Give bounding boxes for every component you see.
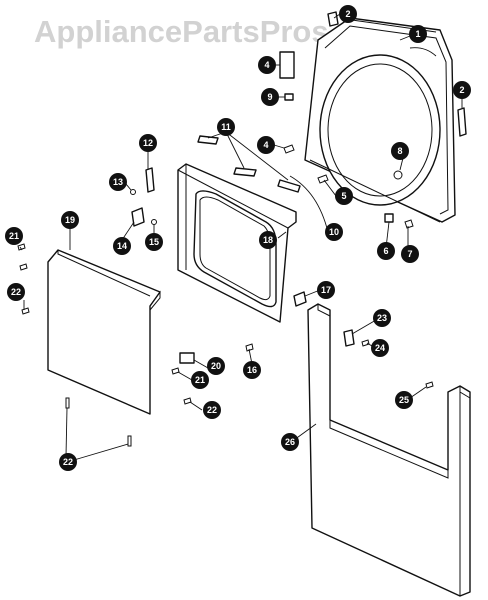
svg-text:16: 16: [247, 365, 257, 375]
callout-12: 12: [139, 134, 157, 152]
svg-text:9: 9: [267, 92, 272, 102]
svg-text:4: 4: [263, 140, 268, 150]
part-2-bracket-top: [327, 11, 339, 27]
callout-17: 17: [317, 281, 335, 299]
svg-text:22: 22: [207, 405, 217, 415]
svg-text:24: 24: [375, 343, 385, 353]
callout-21-mid: 21: [191, 371, 209, 389]
part-17-clip: [293, 291, 307, 307]
svg-text:22: 22: [63, 457, 73, 467]
svg-text:7: 7: [407, 249, 412, 259]
part-23-hinge: [343, 329, 355, 347]
callout-22-bottom: 22: [59, 453, 77, 471]
part-15-screw: [151, 219, 157, 225]
svg-text:21: 21: [195, 375, 205, 385]
svg-text:4: 4: [264, 60, 269, 70]
svg-text:17: 17: [321, 285, 331, 295]
svg-text:11: 11: [221, 122, 231, 132]
part-6-block: [384, 213, 394, 223]
svg-text:6: 6: [383, 246, 388, 256]
callout-16: 16: [243, 361, 261, 379]
svg-text:25: 25: [399, 395, 409, 405]
callout-2-right: 2: [453, 81, 471, 99]
svg-text:10: 10: [329, 227, 339, 237]
svg-text:15: 15: [149, 237, 159, 247]
callout-7: 7: [401, 245, 419, 263]
svg-text:18: 18: [263, 235, 273, 245]
cabinet-front-top: [304, 17, 456, 223]
part-13-screw: [130, 189, 136, 195]
callout-5: 5: [335, 187, 353, 205]
part-24-screw: [361, 339, 370, 347]
callout-25: 25: [395, 391, 413, 409]
part-5-screw: [317, 174, 329, 184]
part-21-screw-a: [17, 243, 26, 251]
callout-19: 19: [61, 211, 79, 229]
part-25-screw: [425, 381, 434, 389]
callout-26: 26: [281, 433, 299, 451]
part-22-screw-left: [21, 307, 30, 315]
callout-11: 11: [217, 118, 235, 136]
callout-22-mid: 22: [203, 401, 221, 419]
svg-text:5: 5: [341, 191, 346, 201]
callout-2-top: 2: [339, 5, 357, 23]
leader-lines: [19, 13, 463, 461]
svg-text:12: 12: [143, 138, 153, 148]
svg-text:14: 14: [117, 241, 127, 251]
callout-21-left: 21: [5, 227, 23, 245]
part-2-bracket-right: [457, 107, 467, 137]
part-7-clip: [404, 219, 414, 229]
svg-text:8: 8: [397, 146, 402, 156]
svg-text:2: 2: [345, 9, 350, 19]
svg-text:1: 1: [415, 29, 420, 39]
callout-24: 24: [371, 339, 389, 357]
callout-22-left: 22: [7, 283, 25, 301]
svg-text:13: 13: [113, 177, 123, 187]
callout-6: 6: [377, 242, 395, 260]
part-4-clip-card: [279, 51, 295, 79]
part-16-clip: [245, 343, 254, 352]
callout-14: 14: [113, 237, 131, 255]
svg-text:19: 19: [65, 215, 75, 225]
part-12-hinge: [145, 167, 155, 193]
part-11-felt-strips: [197, 135, 301, 193]
callout-13: 13: [109, 173, 127, 191]
callout-4-lower: 4: [257, 136, 275, 154]
part-22-pin-b: [127, 435, 132, 447]
part-22-pin-a: [65, 397, 70, 409]
callout-4-top: 4: [258, 56, 276, 74]
callout-1: 1: [409, 25, 427, 43]
part-14-bracket: [131, 207, 145, 227]
part-8-ring: [393, 170, 403, 180]
part-22-screw-mid: [183, 397, 192, 405]
callout-10: 10: [325, 223, 343, 241]
callout-9: 9: [261, 88, 279, 106]
part-18-door-frame: [177, 163, 297, 323]
svg-text:20: 20: [211, 361, 221, 371]
callout-18: 18: [259, 231, 277, 249]
part-9-clip: [284, 93, 294, 101]
svg-text:26: 26: [285, 437, 295, 447]
svg-text:23: 23: [377, 313, 387, 323]
part-26-lower-panel: [307, 303, 471, 597]
callout-23: 23: [373, 309, 391, 327]
part-21-screw-c: [171, 367, 180, 375]
part-20-latch: [179, 352, 195, 364]
svg-text:22: 22: [11, 287, 21, 297]
part-21-screw-b: [19, 263, 28, 271]
svg-text:21: 21: [9, 231, 19, 241]
part-4-screw: [283, 144, 295, 154]
callout-8: 8: [391, 142, 409, 160]
callout-15: 15: [145, 233, 163, 251]
part-1-arrow: [409, 47, 437, 57]
callout-20: 20: [207, 357, 225, 375]
part-19-door-panel: [47, 249, 161, 415]
part-10-wire: [289, 175, 329, 233]
svg-text:2: 2: [459, 85, 464, 95]
